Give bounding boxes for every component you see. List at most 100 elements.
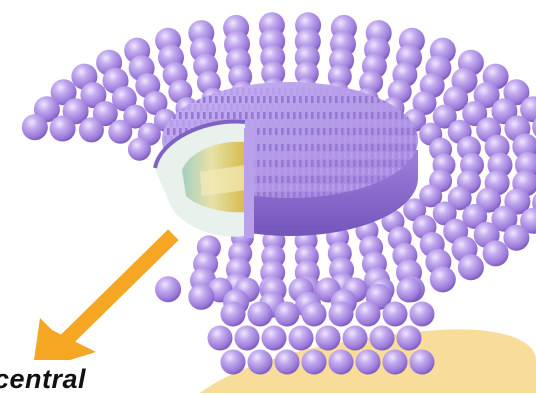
pillar <box>323 112 326 119</box>
pillar <box>296 136 299 143</box>
pillar <box>281 96 284 103</box>
pillar <box>395 112 398 119</box>
pillar <box>404 152 407 159</box>
pillar <box>326 104 329 111</box>
pillar <box>317 176 320 183</box>
pillar <box>332 104 335 111</box>
pillar <box>326 168 329 175</box>
pillar <box>353 160 356 167</box>
pillar <box>194 120 197 127</box>
pillar <box>284 136 287 143</box>
pillar <box>290 168 293 175</box>
pillar <box>320 136 323 143</box>
pillar <box>287 96 290 103</box>
pillar <box>344 184 347 191</box>
pillar <box>338 184 341 191</box>
pillar <box>314 184 317 191</box>
pillar <box>419 176 422 183</box>
pillar <box>263 128 266 135</box>
pillar <box>290 152 293 159</box>
pillar <box>317 112 320 119</box>
sphere <box>329 350 354 375</box>
pillar <box>242 88 245 95</box>
pillar <box>257 176 260 183</box>
pillar <box>266 184 269 191</box>
pillar <box>386 152 389 159</box>
sphere <box>397 326 422 351</box>
pillar <box>425 176 428 183</box>
pillar <box>302 152 305 159</box>
pillar <box>335 144 338 151</box>
pillar <box>284 88 287 95</box>
pillar <box>215 112 218 119</box>
pillar <box>413 144 416 151</box>
pillar <box>389 112 392 119</box>
pillar <box>359 96 362 103</box>
pillar <box>272 88 275 95</box>
pillar <box>191 112 194 119</box>
pillar <box>287 144 290 151</box>
pillar <box>284 184 287 191</box>
pillar <box>284 152 287 159</box>
pillar <box>356 88 359 95</box>
pillar <box>359 160 362 167</box>
pillar <box>203 112 206 119</box>
pillar <box>392 136 395 143</box>
pillar <box>344 136 347 143</box>
pillar <box>269 160 272 167</box>
pillar <box>290 136 293 143</box>
pillar <box>257 128 260 135</box>
pillar <box>350 104 353 111</box>
sphere <box>316 326 341 351</box>
pillar <box>344 88 347 95</box>
pillar <box>350 120 353 127</box>
pillar <box>326 88 329 95</box>
pillar <box>323 128 326 135</box>
pillar <box>254 88 257 95</box>
pillar <box>263 160 266 167</box>
pillar <box>329 144 332 151</box>
pillar <box>281 128 284 135</box>
pillar <box>362 120 365 127</box>
pillar <box>242 104 245 111</box>
pillar <box>407 144 410 151</box>
pillar <box>251 112 254 119</box>
pillar <box>290 88 293 95</box>
pillar <box>278 136 281 143</box>
pillar <box>326 184 329 191</box>
pillar <box>413 128 416 135</box>
pillar <box>347 176 350 183</box>
pillar <box>320 104 323 111</box>
pillar <box>383 128 386 135</box>
sphere <box>383 302 408 327</box>
pillar <box>233 112 236 119</box>
sphere <box>397 278 422 303</box>
pillar <box>221 96 224 103</box>
pillar <box>389 144 392 151</box>
pillar <box>278 104 281 111</box>
sphere <box>410 350 435 375</box>
sphere <box>302 350 327 375</box>
pillar <box>278 184 281 191</box>
pillar <box>290 120 293 127</box>
pillar <box>350 152 353 159</box>
pillar <box>404 120 407 127</box>
pillar <box>281 112 284 119</box>
pillar <box>212 104 215 111</box>
pillar <box>329 176 332 183</box>
pillar <box>248 88 251 95</box>
pillar <box>341 160 344 167</box>
pillar <box>305 176 308 183</box>
sphere <box>221 350 246 375</box>
pillar <box>278 120 281 127</box>
pillar <box>299 112 302 119</box>
pillar <box>266 88 269 95</box>
sphere <box>458 254 484 280</box>
pillar <box>383 144 386 151</box>
pillar <box>359 128 362 135</box>
pillar <box>398 136 401 143</box>
pillar <box>266 104 269 111</box>
sphere <box>430 266 456 292</box>
pillar <box>287 192 290 199</box>
pillar <box>347 96 350 103</box>
